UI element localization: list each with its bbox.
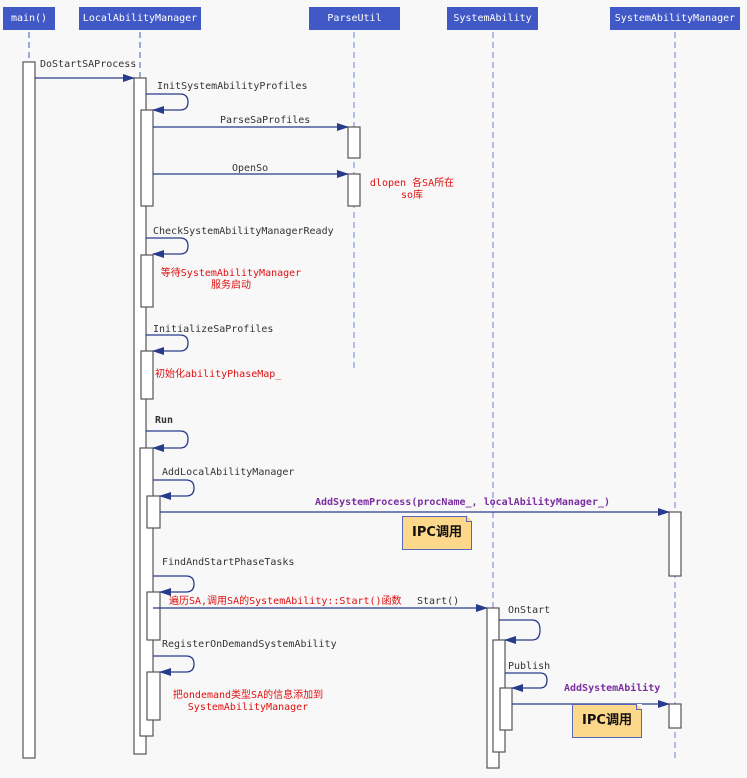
note-ipc-call-1: IPC调用 (402, 516, 472, 550)
label-add-system-ability: AddSystemAbility (564, 683, 661, 694)
activation-lam-addlam (146, 495, 161, 529)
activation-sam-addproc (668, 511, 682, 577)
activation-pu-opens (347, 173, 361, 207)
participant-local-ability-manager: LocalAbilityManager (79, 7, 201, 30)
activation-lam-init (140, 109, 154, 207)
arrow-self-onstart (499, 619, 541, 644)
arrow-self-run (146, 430, 189, 452)
annotation-ondemand-line2: SystemAbilityManager (187, 702, 309, 713)
label-open-so: OpenSo (232, 163, 269, 174)
label-run: Run (155, 415, 174, 426)
label-add-lam: AddLocalAbilityManager (162, 467, 295, 478)
annotation-dlopen-line1: dlopen 各SA所在 (369, 178, 455, 189)
label-add-system-process: AddSystemProcess(procName_, localAbility… (315, 497, 611, 508)
activation-pu-parse (347, 126, 361, 159)
annotation-wait-line1: 等待SystemAbilityManager (160, 268, 302, 279)
annotation-init-map: 初始化abilityPhaseMap_ (155, 369, 282, 380)
arrow-self-findstart (153, 575, 195, 596)
annotation-traverse: 遍历SA,调用SA的SystemAbility::Start()函数 (169, 596, 402, 607)
label-initialize-profiles: InitializeSaProfiles (153, 324, 274, 335)
activation-lam-initialize (140, 350, 154, 400)
arrow-self-check (146, 237, 189, 258)
participant-parse-util: ParseUtil (309, 7, 400, 30)
label-register-ondemand: RegisterOnDemandSystemAbility (162, 639, 337, 650)
arrow-self-addlam (153, 479, 195, 500)
activation-main (22, 61, 36, 759)
annotation-dlopen: dlopen 各SA所在 so库 (362, 178, 462, 202)
activation-lam-findstart (146, 591, 161, 641)
activation-sa-publish (499, 687, 513, 731)
label-parse-profiles: ParseSaProfiles (220, 115, 311, 126)
arrow-self-publish (505, 672, 548, 692)
participant-main: main() (3, 7, 55, 30)
label-init-profiles: InitSystemAbilityProfiles (157, 81, 308, 92)
label-start: Start() (417, 596, 460, 607)
label-check-ready: CheckSystemAbilityManagerReady (153, 226, 334, 237)
annotation-ondemand-line1: 把ondemand类型SA的信息添加到 (172, 690, 324, 701)
participant-system-ability: SystemAbility (447, 7, 538, 30)
annotation-ondemand: 把ondemand类型SA的信息添加到 SystemAbilityManager (158, 690, 338, 714)
activation-lam-register (146, 671, 161, 721)
arrow-self-register (153, 655, 195, 676)
label-on-start: OnStart (508, 605, 551, 616)
participant-system-ability-manager: SystemAbilityManager (610, 7, 740, 30)
annotation-wait-line2: 服务启动 (211, 280, 251, 291)
label-find-start: FindAndStartPhaseTasks (162, 557, 295, 568)
annotation-dlopen-line2: so库 (400, 190, 424, 201)
note-ipc-call-2: IPC调用 (572, 704, 642, 738)
arrow-self-init (146, 93, 189, 114)
annotation-wait-sam: 等待SystemAbilityManager 服务启动 (160, 268, 302, 292)
arrow-self-initialize (146, 334, 189, 355)
activation-sam-addsa (668, 703, 682, 729)
label-publish: Publish (508, 661, 551, 672)
activation-lam-check (140, 254, 154, 308)
label-do-start: DoStartSAProcess (40, 59, 137, 70)
